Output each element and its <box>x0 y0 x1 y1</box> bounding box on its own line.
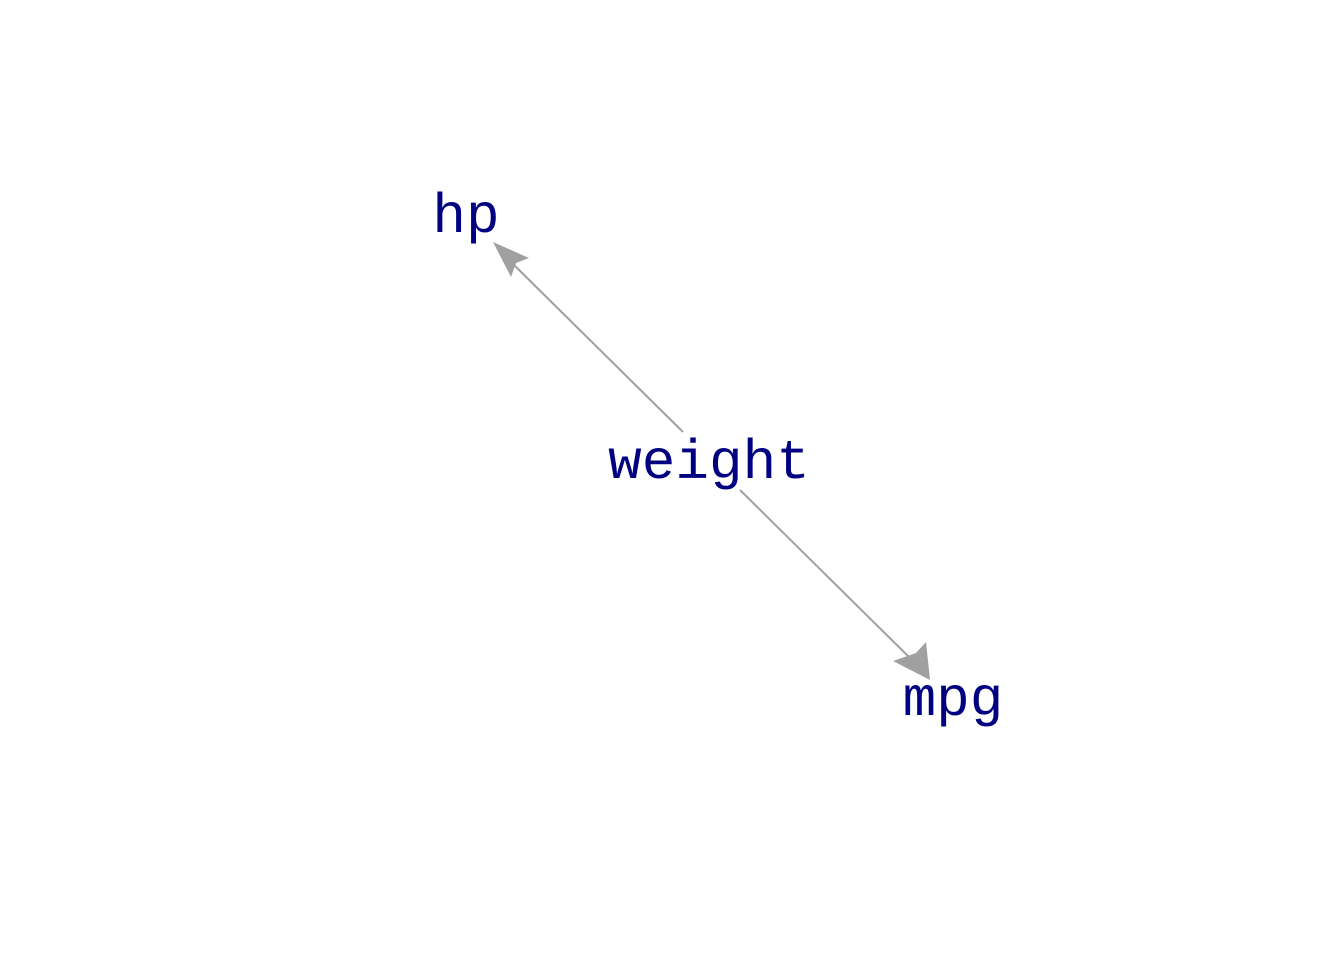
arrow-head-icon <box>493 242 529 277</box>
edge-weight-hp <box>493 242 684 433</box>
node-weight: weight <box>608 431 810 495</box>
edge-line <box>512 263 684 433</box>
node-mpg: mpg <box>903 668 1004 732</box>
edge-line <box>739 489 911 659</box>
node-hp: hp <box>432 185 499 249</box>
edge-weight-mpg <box>739 489 930 680</box>
arrow-head-icon <box>893 642 930 680</box>
